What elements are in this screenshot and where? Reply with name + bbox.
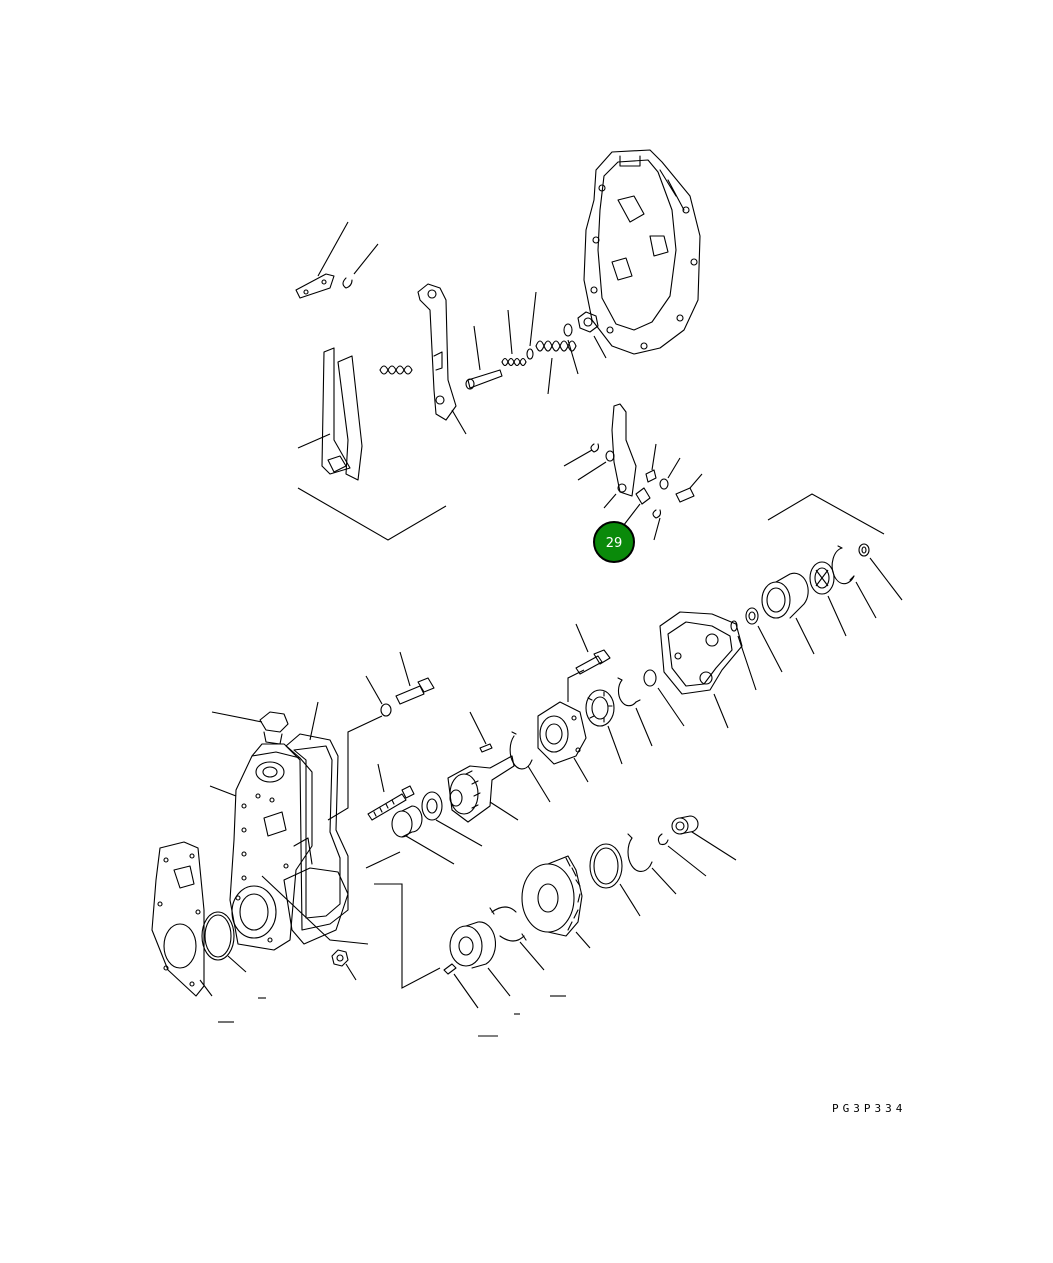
seal (589, 843, 641, 917)
pump-housing (209, 743, 349, 951)
collar (671, 815, 737, 861)
snap-ring (627, 833, 677, 895)
callout-29[interactable]: 29 (593, 503, 641, 563)
drawing-code: PG3P334 (832, 1102, 906, 1115)
collar (489, 906, 545, 971)
o-ring (201, 911, 247, 973)
hub (449, 921, 511, 997)
callout-badge[interactable] (593, 521, 635, 563)
leader-line (567, 669, 585, 702)
gasket (151, 841, 213, 997)
bearing (809, 561, 847, 637)
lever-upper (417, 283, 467, 435)
washer (365, 675, 392, 717)
washer (657, 833, 707, 877)
drive-gear (447, 755, 519, 823)
bearing (585, 689, 623, 765)
plate-bracket (295, 221, 379, 299)
washer (643, 669, 685, 727)
plug (211, 711, 289, 745)
gasket (285, 701, 349, 931)
leader-line (327, 715, 383, 821)
governor-weight (659, 611, 743, 729)
collar (391, 805, 455, 865)
pin (563, 443, 615, 481)
spring-large (535, 340, 577, 395)
spring-small (501, 291, 537, 367)
snap-ring (617, 677, 653, 747)
callout-label: 29 (606, 536, 623, 551)
label-stubs (218, 995, 566, 1037)
bolt (395, 651, 435, 705)
leader-line (297, 487, 447, 541)
lever-lower (603, 403, 637, 509)
bolt (575, 623, 611, 675)
cover-housing (583, 149, 701, 355)
shaft (465, 325, 503, 390)
nut (577, 311, 607, 359)
washer (730, 620, 757, 691)
bearing (421, 791, 483, 847)
washer (858, 543, 903, 601)
flange (537, 701, 589, 783)
snap-ring (509, 731, 551, 803)
bolt (367, 763, 415, 821)
washer (563, 323, 579, 375)
spring-small (379, 365, 413, 375)
pin (635, 443, 703, 541)
leader-line (365, 851, 401, 869)
washer (745, 607, 783, 673)
nut (331, 949, 357, 981)
leader-line (261, 875, 369, 945)
collar (761, 572, 815, 655)
key (443, 963, 479, 1009)
leader-line (374, 883, 441, 989)
snap-ring (831, 545, 877, 619)
gear-large (521, 855, 591, 949)
plate-bracket (297, 347, 363, 481)
key (469, 711, 493, 753)
leader-line (767, 493, 885, 535)
